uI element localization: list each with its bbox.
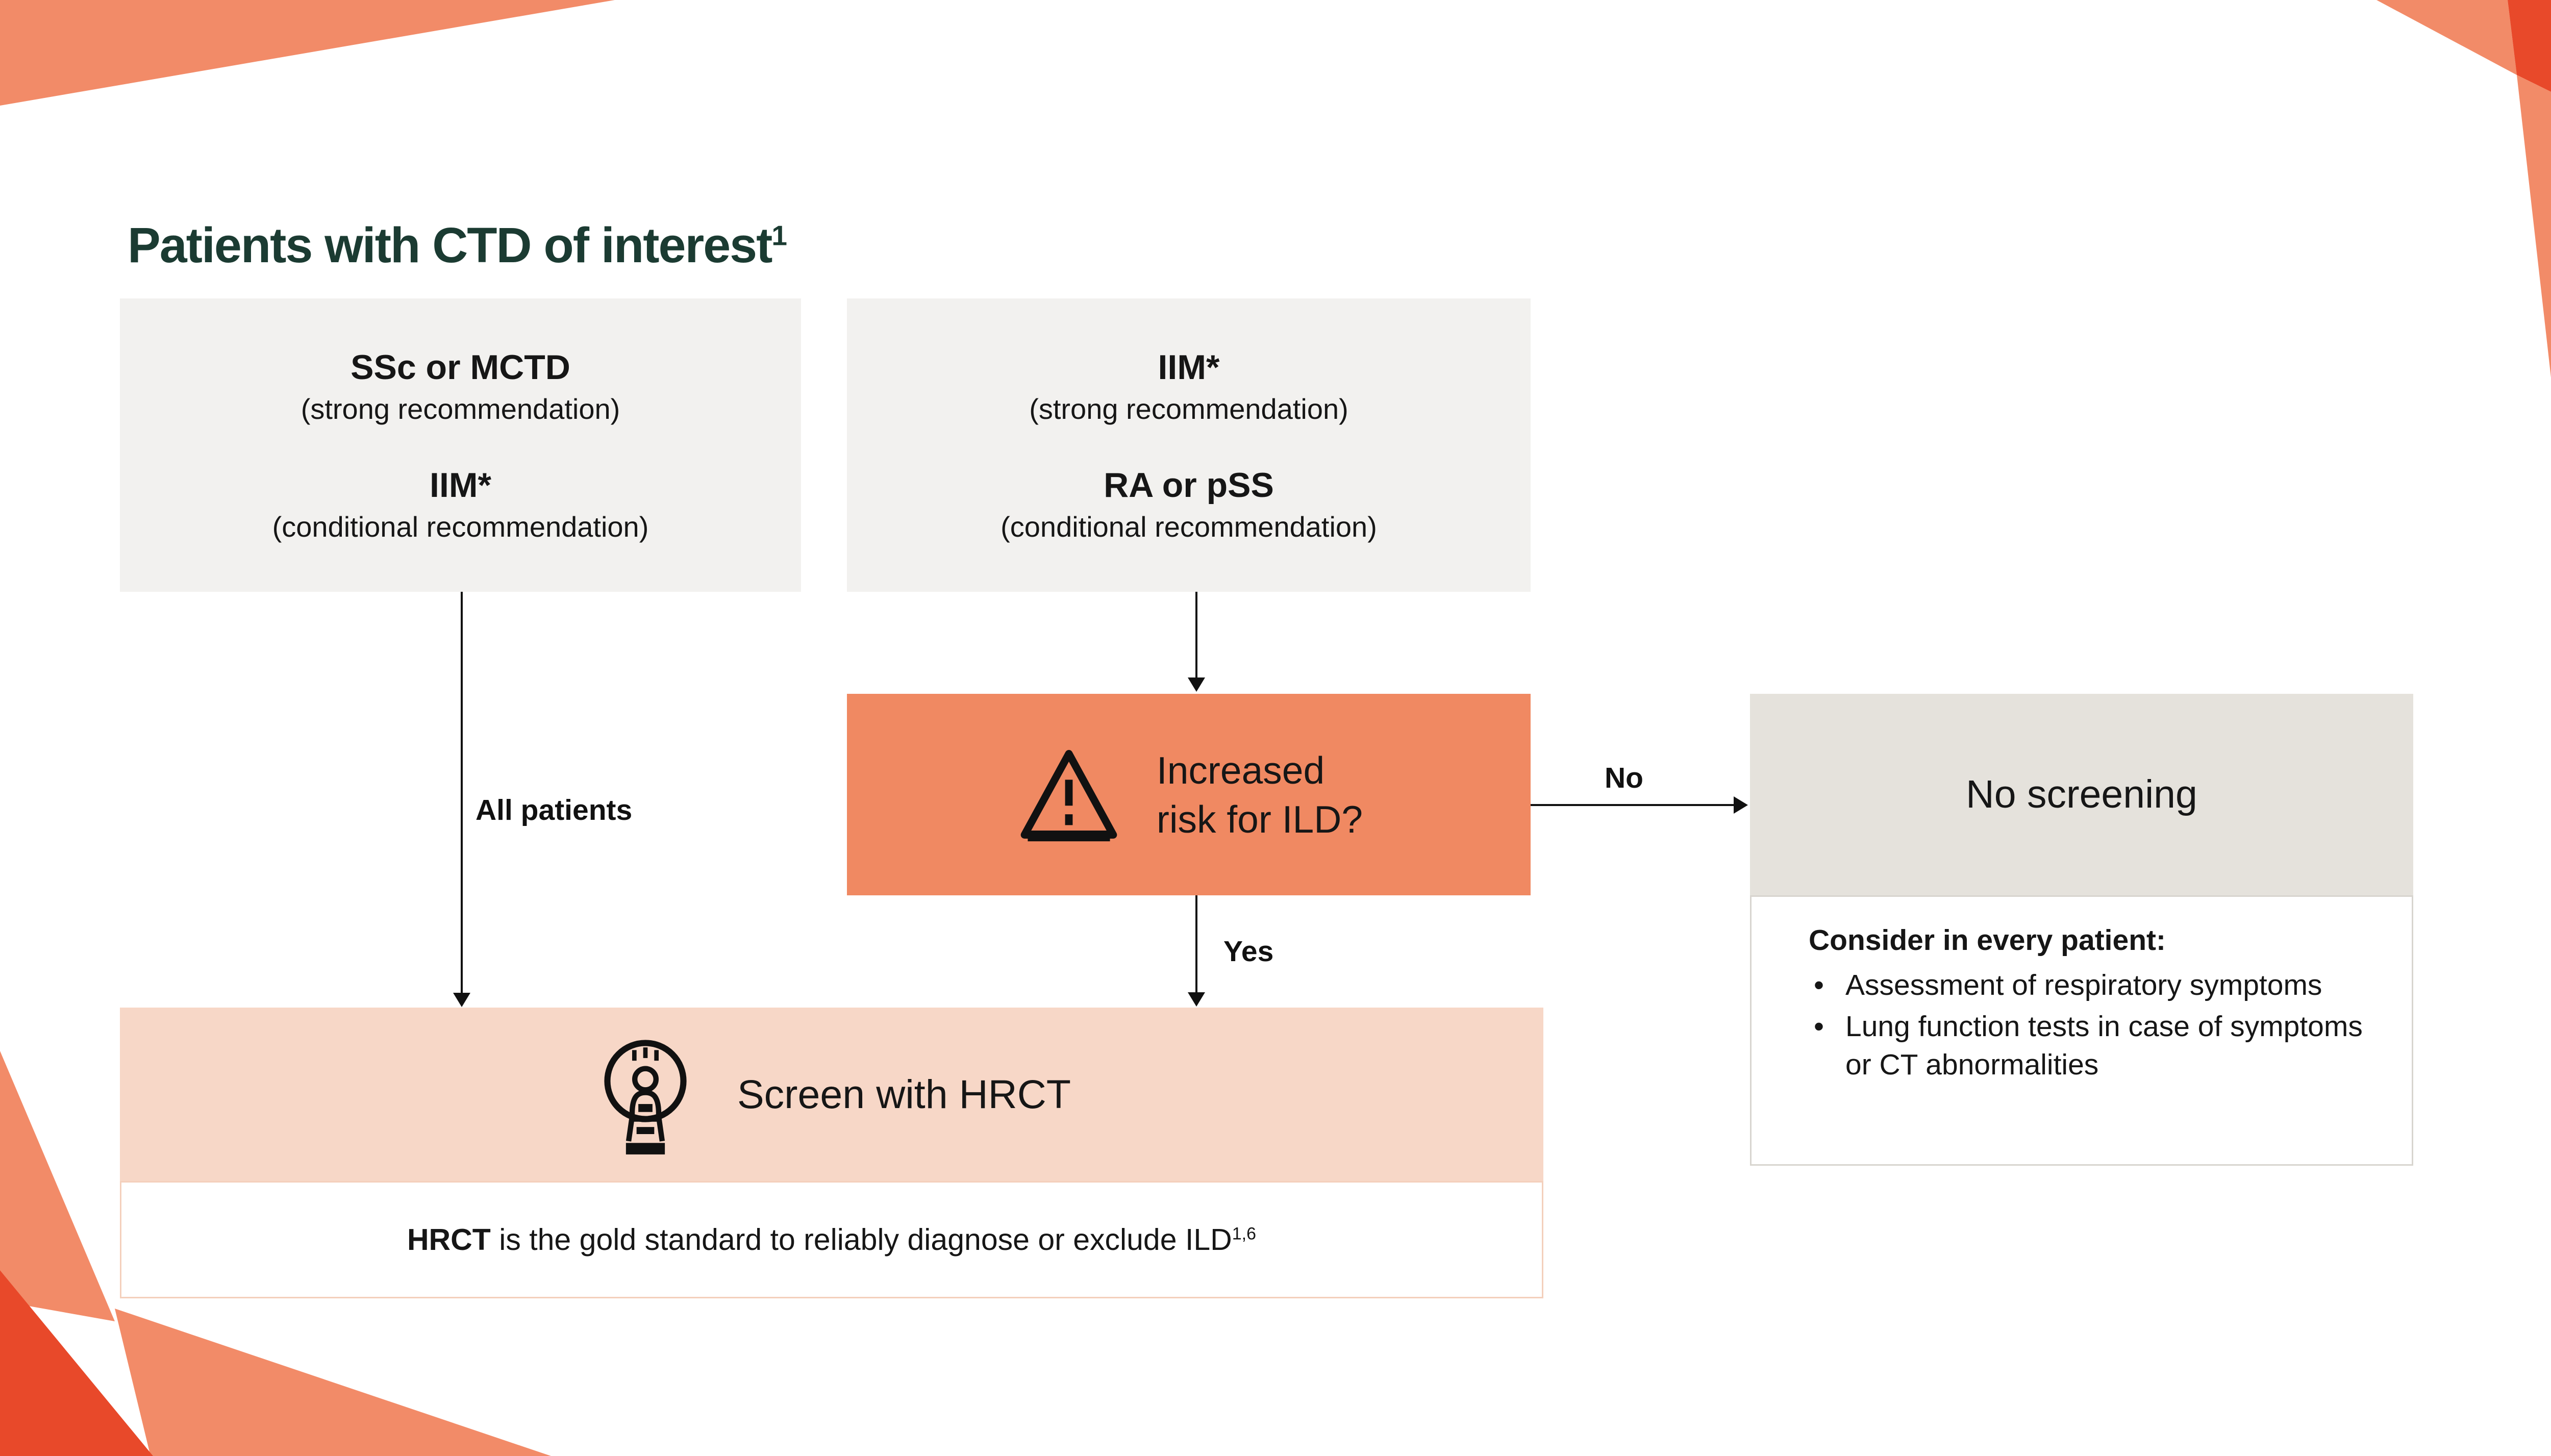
screen-hrct-box: Screen with HRCT	[120, 1008, 1543, 1181]
risk-question-line2: risk for ILD?	[1156, 797, 1363, 841]
cohort-box-iim-ra-pss: IIM* (strong recommendation) RA or pSS (…	[847, 298, 1531, 592]
gold-standard-strip: HRCT is the gold standard to reliably di…	[120, 1181, 1543, 1298]
bottom-left-salmon-band-shape	[0, 1051, 115, 1321]
consider-heading: Consider in every patient:	[1809, 924, 2166, 957]
gold-standard-text: HRCT is the gold standard to reliably di…	[407, 1222, 1256, 1257]
cohort-primary-note: (strong recommendation)	[1029, 392, 1348, 425]
cohort-primary-note: (strong recommendation)	[301, 392, 620, 425]
yes-label: Yes	[1223, 935, 1274, 968]
top-right-salmon-wedge-shape	[2377, 0, 2517, 75]
cohort-secondary-label: RA or pSS	[1104, 465, 1274, 505]
cohort-group: SSc or MCTD (strong recommendation)	[301, 347, 620, 425]
gold-standard-emphasis: HRCT	[407, 1223, 491, 1257]
cohort-primary-label: SSc or MCTD	[351, 347, 570, 387]
cohort-secondary-note: (conditional recommendation)	[1001, 510, 1377, 543]
page-title: Patients with CTD of interest1	[128, 217, 787, 274]
no-screening-box: No screening	[1750, 694, 2413, 895]
arrow-right-cohort-to-risk	[1195, 592, 1197, 679]
arrow-risk-to-screen	[1195, 895, 1197, 993]
consider-bullet-item: Lung function tests in case of symptoms …	[1809, 1008, 2376, 1084]
cohort-box-ssc-mctd: SSc or MCTD (strong recommendation) IIM*…	[120, 298, 801, 592]
gold-standard-rest: is the gold standard to reliably diagnos…	[490, 1223, 1232, 1257]
cohort-secondary-note: (conditional recommendation)	[272, 510, 649, 543]
cohort-secondary-label: IIM*	[430, 465, 491, 505]
warning-triangle-icon	[1015, 745, 1123, 845]
screen-hrct-label: Screen with HRCT	[737, 1071, 1071, 1117]
gold-standard-footnote-marker: 1,6	[1232, 1224, 1257, 1244]
arrow-risk-to-no-screening	[1531, 804, 1735, 806]
no-screening-label: No screening	[1966, 772, 2197, 816]
cohort-primary-label: IIM*	[1158, 347, 1220, 387]
risk-question-line1: Increased	[1156, 748, 1325, 792]
cohort-group: RA or pSS (conditional recommendation)	[1001, 465, 1377, 543]
arrow-left-cohort-to-screen	[461, 592, 463, 994]
page-title-text: Patients with CTD of interest	[128, 217, 772, 273]
risk-box: Increased risk for ILD?	[847, 694, 1531, 895]
cohort-group: IIM* (conditional recommendation)	[272, 465, 649, 543]
consider-bullet-item: Assessment of respiratory symptoms	[1809, 966, 2376, 1005]
ct-scanner-icon	[592, 1028, 698, 1161]
consider-bullet-list: Assessment of respiratory symptoms Lung …	[1809, 966, 2376, 1085]
risk-question: Increased risk for ILD?	[1157, 746, 1363, 844]
page-title-footnote-marker: 1	[771, 219, 787, 252]
top-left-triangle-shape	[0, 0, 615, 106]
bottom-left-salmon-triangle-shape	[115, 1309, 551, 1456]
top-right-red-shape	[2508, 0, 2551, 92]
right-edge-salmon-sliver-shape	[2517, 75, 2551, 378]
consider-box: Consider in every patient: Assessment of…	[1750, 895, 2413, 1166]
no-label: No	[1605, 762, 1643, 794]
all-patients-label: All patients	[476, 794, 633, 826]
cohort-group: IIM* (strong recommendation)	[1029, 347, 1348, 425]
